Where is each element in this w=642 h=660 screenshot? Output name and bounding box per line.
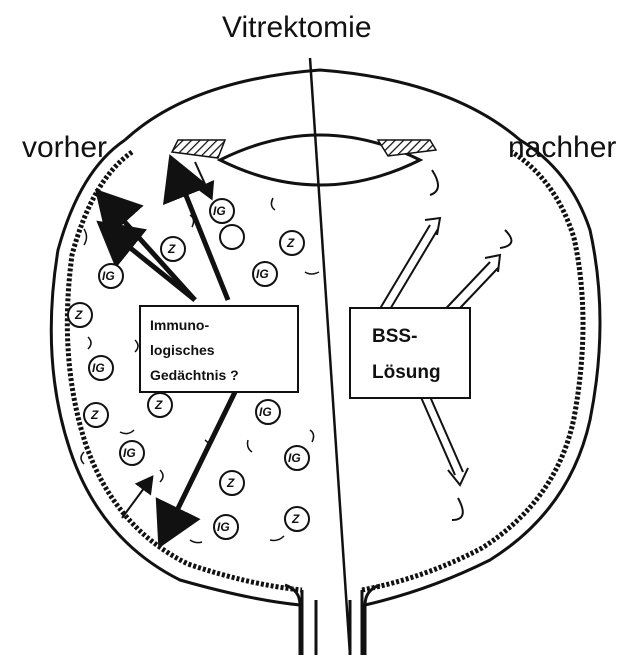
cell-label: IG <box>256 267 269 281</box>
cell-label: Z <box>226 476 235 490</box>
optic-nerve <box>302 590 362 655</box>
cell-label: IG <box>217 520 230 534</box>
iris-left <box>172 140 225 158</box>
box-line-2: Lösung <box>372 362 441 383</box>
cell-label: Z <box>154 398 163 412</box>
title: Vitrektomie <box>222 11 372 44</box>
box-line-2: logisches <box>150 342 215 358</box>
iris-right <box>378 140 436 156</box>
cell-label: IG <box>288 451 301 465</box>
box-line-1: BSS- <box>372 326 417 347</box>
cell-label: IG <box>102 269 115 283</box>
cell-label: IG <box>123 446 136 460</box>
cell-label: Z <box>291 512 300 526</box>
bss-solution-box: BSS- Lösung <box>350 308 470 398</box>
lens <box>172 135 436 185</box>
cell-label: Z <box>286 236 295 250</box>
box-line-1: Immuno- <box>150 317 209 333</box>
cell-label: Z <box>90 408 99 422</box>
label-before: vorher <box>22 131 107 164</box>
box-line-3: Gedächtnis ? <box>150 367 239 383</box>
cell-label: Z <box>167 242 176 256</box>
immunological-memory-box: Immuno- logisches Gedächtnis ? <box>140 306 298 392</box>
cell-label: Z <box>74 308 83 322</box>
cell-label: IG <box>92 361 105 375</box>
cell-label: IG <box>259 405 272 419</box>
cell-label: IG <box>213 204 226 218</box>
